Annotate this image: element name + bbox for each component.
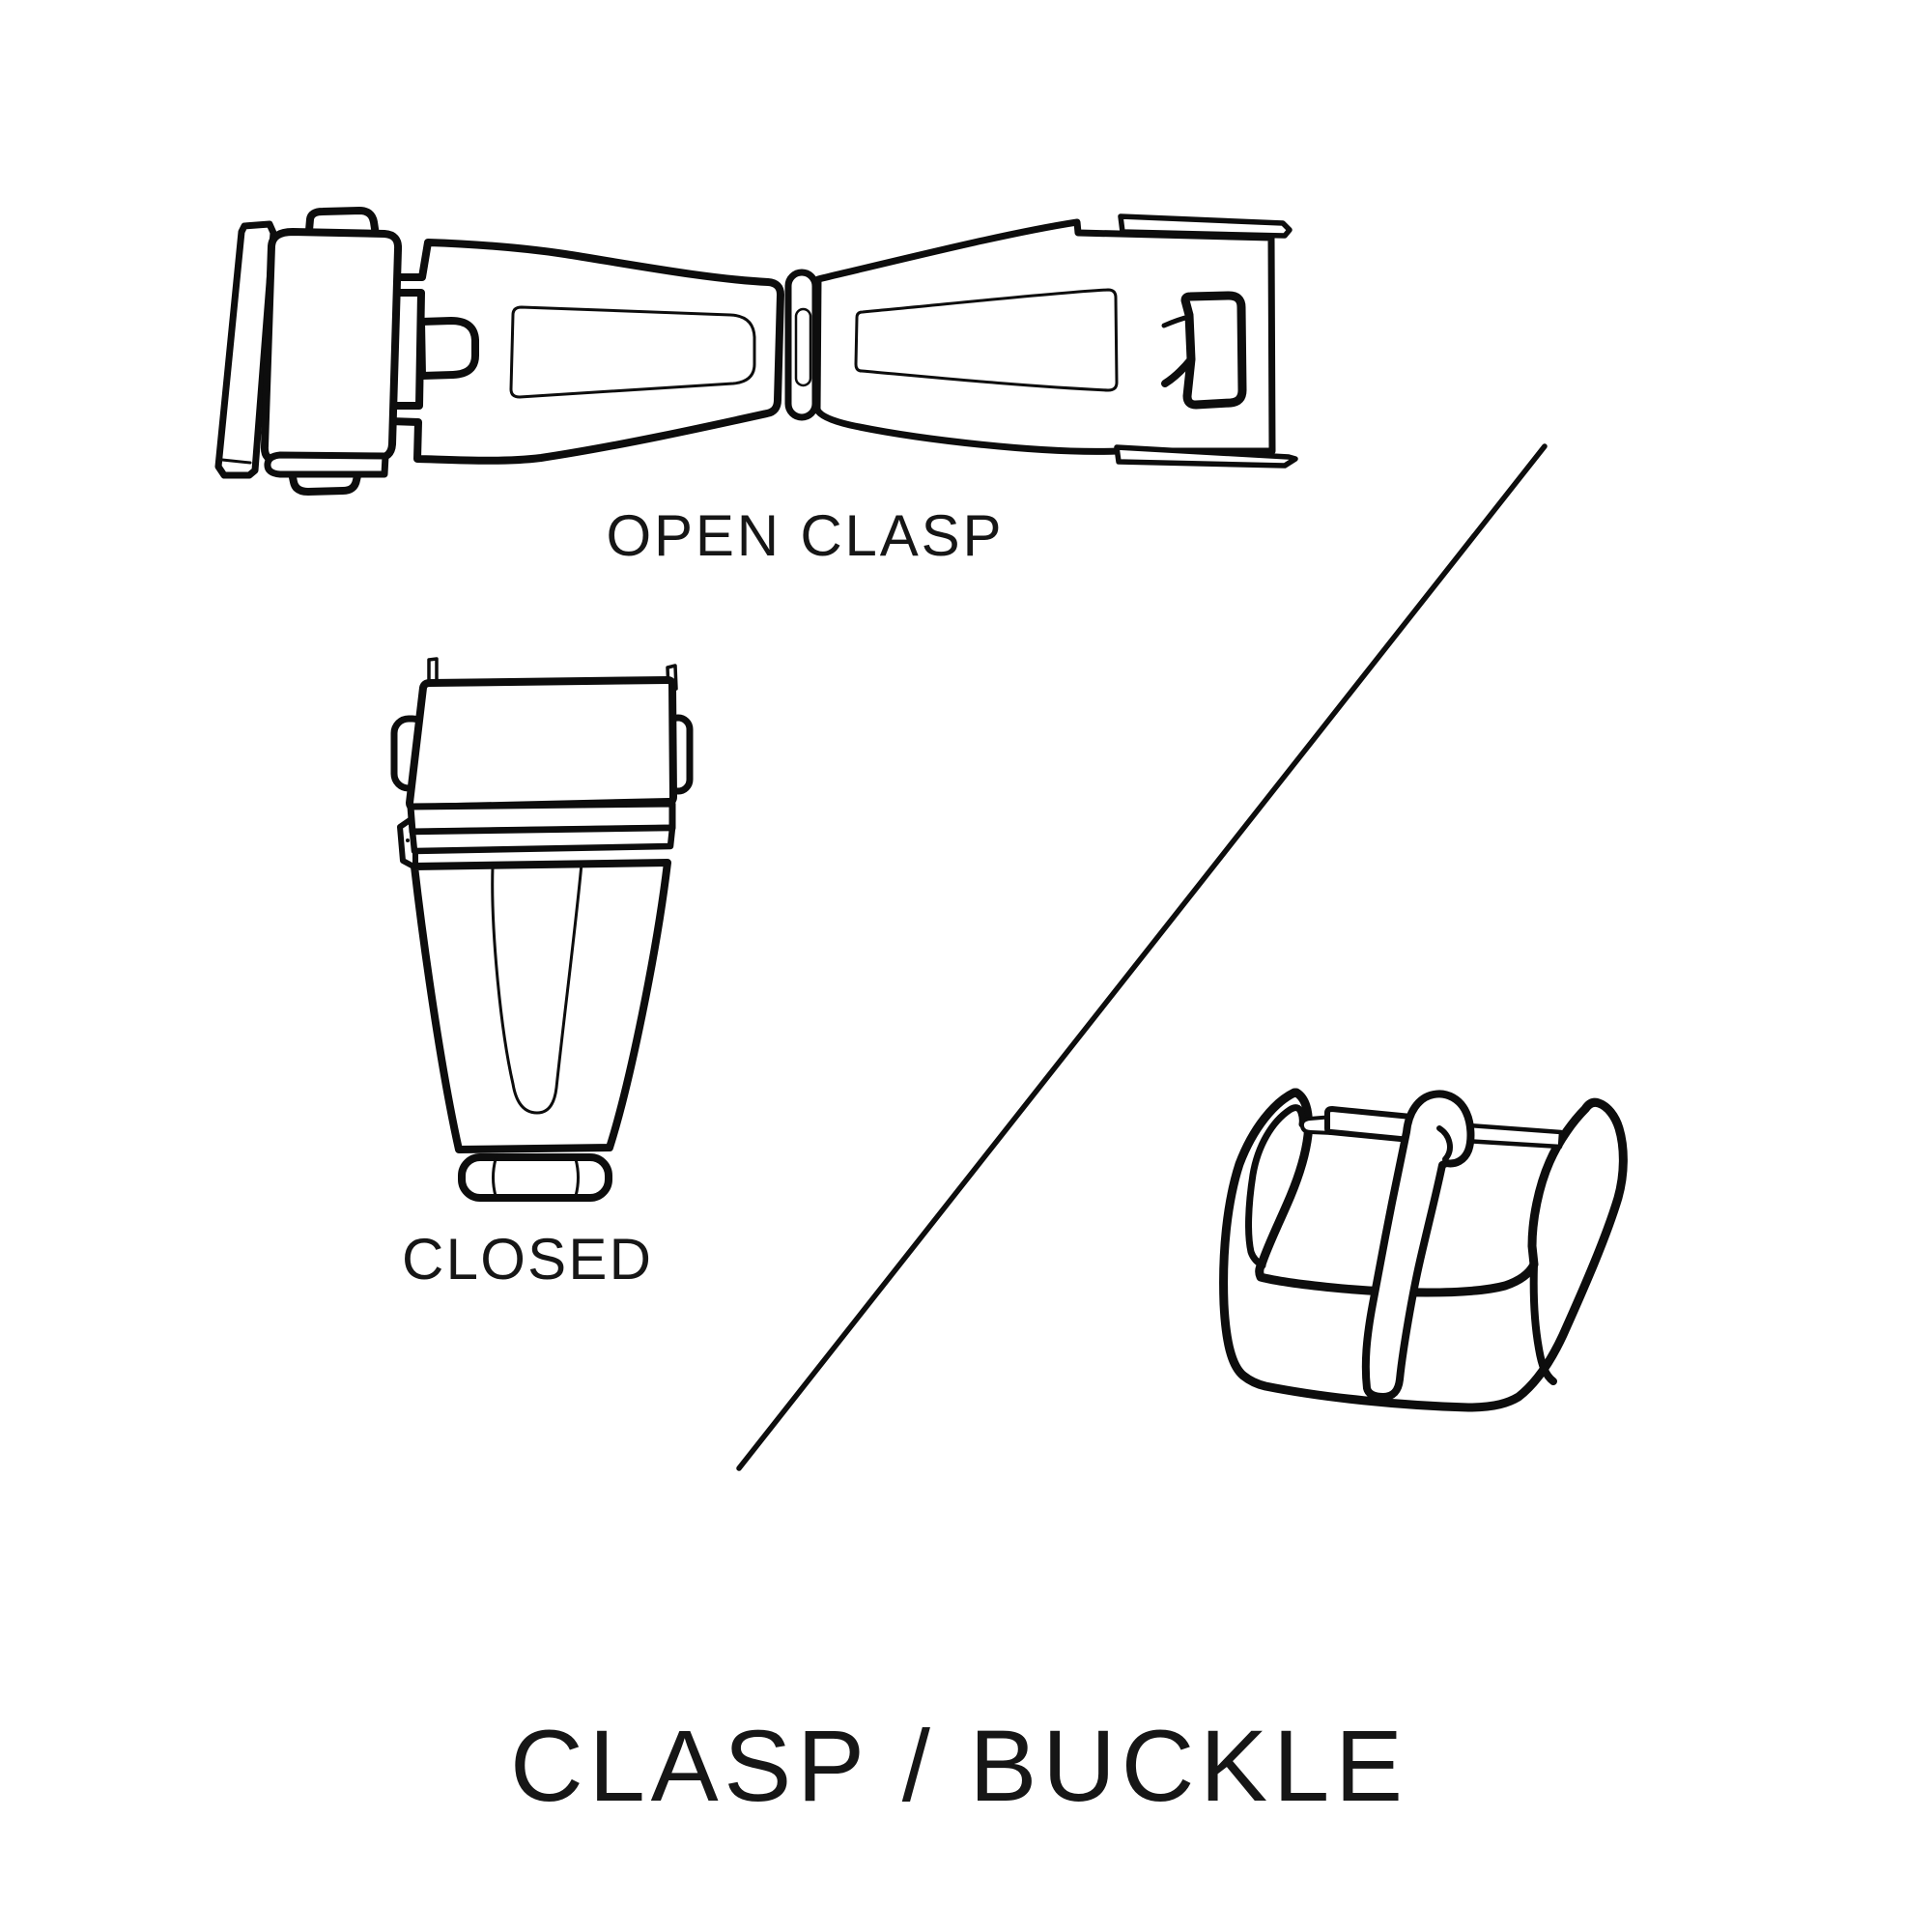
svg-text:CLASP / BUCKLE: CLASP / BUCKLE (510, 1710, 1403, 1823)
svg-text:OPEN CLASP: OPEN CLASP (607, 503, 1002, 568)
